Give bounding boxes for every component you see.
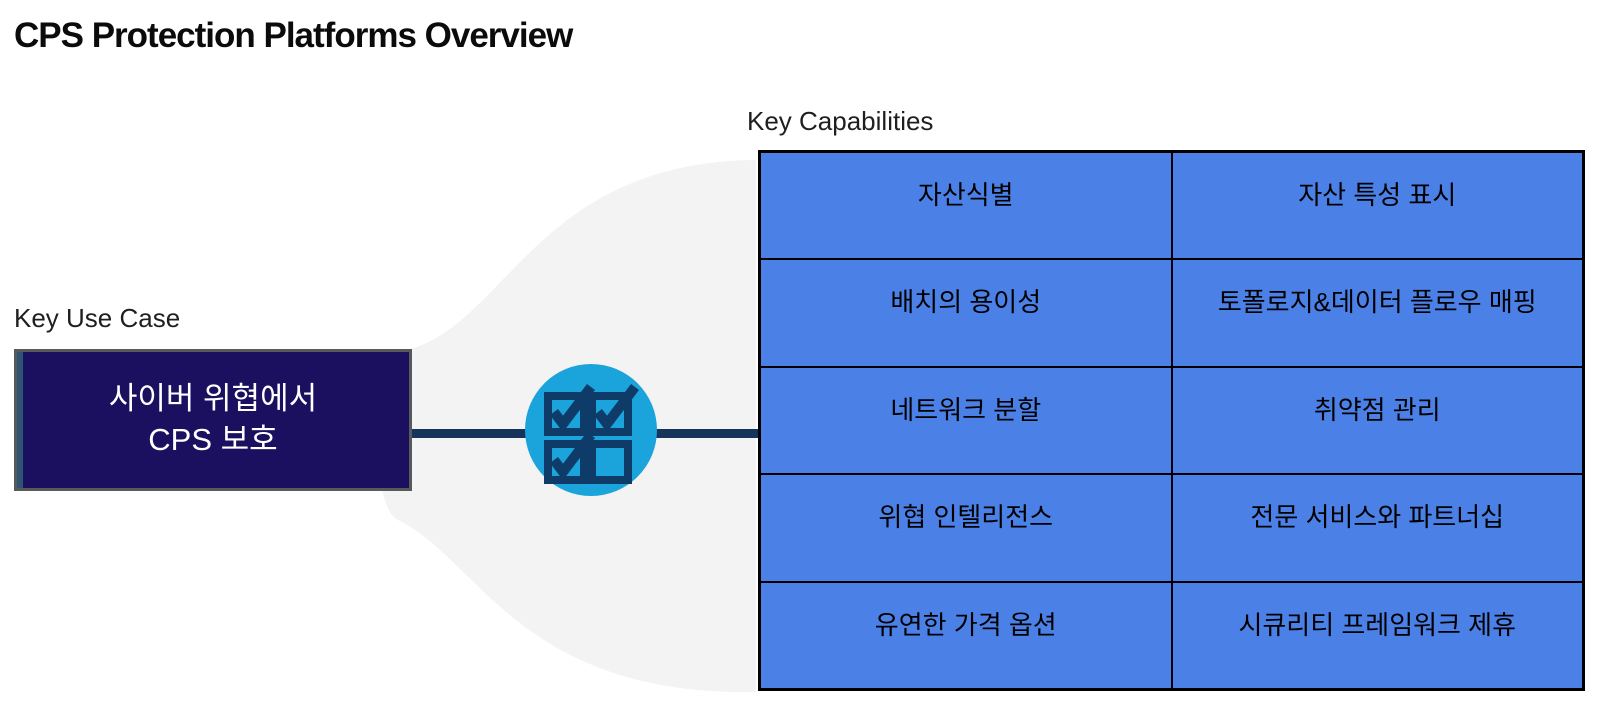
capability-cell: 토폴로지&데이터 플로우 매핑 [1172, 260, 1582, 366]
capability-cell: 자산 특성 표시 [1172, 153, 1582, 259]
capability-cell: 위협 인텔리전스 [761, 475, 1171, 581]
capability-cell: 배치의 용이성 [761, 260, 1171, 366]
use-case-text-line1: 사이버 위협에서 [108, 381, 318, 417]
capability-cell: 유연한 가격 옵션 [761, 582, 1171, 688]
capability-cell: 취약점 관리 [1172, 367, 1582, 474]
capability-cell: 시큐리티 프레임워크 제휴 [1172, 582, 1582, 688]
use-case-box: 사이버 위협에서 CPS 보호 [14, 349, 412, 491]
capability-cell: 전문 서비스와 파트너십 [1172, 475, 1582, 581]
capability-cell: 네트워크 분할 [761, 367, 1171, 474]
capability-cell: 자산식별 [761, 153, 1171, 259]
capabilities-table: 자산식별 자산 특성 표시 배치의 용이성 토폴로지&데이터 플로우 매핑 네트… [758, 150, 1585, 691]
use-case-text-line2: CPS 보호 [148, 422, 278, 457]
page-title: CPS Protection Platforms Overview [14, 16, 573, 55]
key-capabilities-label: Key Capabilities [747, 106, 934, 136]
checklist-icon [544, 383, 639, 484]
key-use-case-label: Key Use Case [14, 303, 181, 333]
